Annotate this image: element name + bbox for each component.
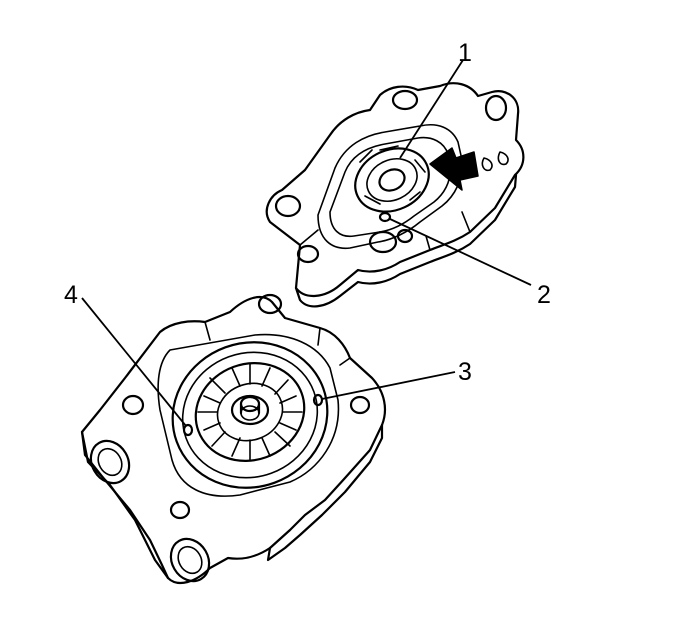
leader-lines: [81, 59, 532, 427]
callout-3: 3: [458, 358, 472, 386]
leader-line-4: [81, 297, 187, 427]
leader-line-2: [389, 218, 532, 286]
callout-4: 4: [64, 281, 78, 309]
callout-2: 2: [537, 281, 551, 309]
pump-housing: [80, 293, 387, 585]
pump-cover-plate: [265, 82, 525, 308]
leader-line-1: [399, 59, 464, 159]
callout-1: 1: [458, 39, 472, 67]
leader-line-3: [321, 371, 456, 400]
direction-arrow-icon: [429, 147, 479, 191]
